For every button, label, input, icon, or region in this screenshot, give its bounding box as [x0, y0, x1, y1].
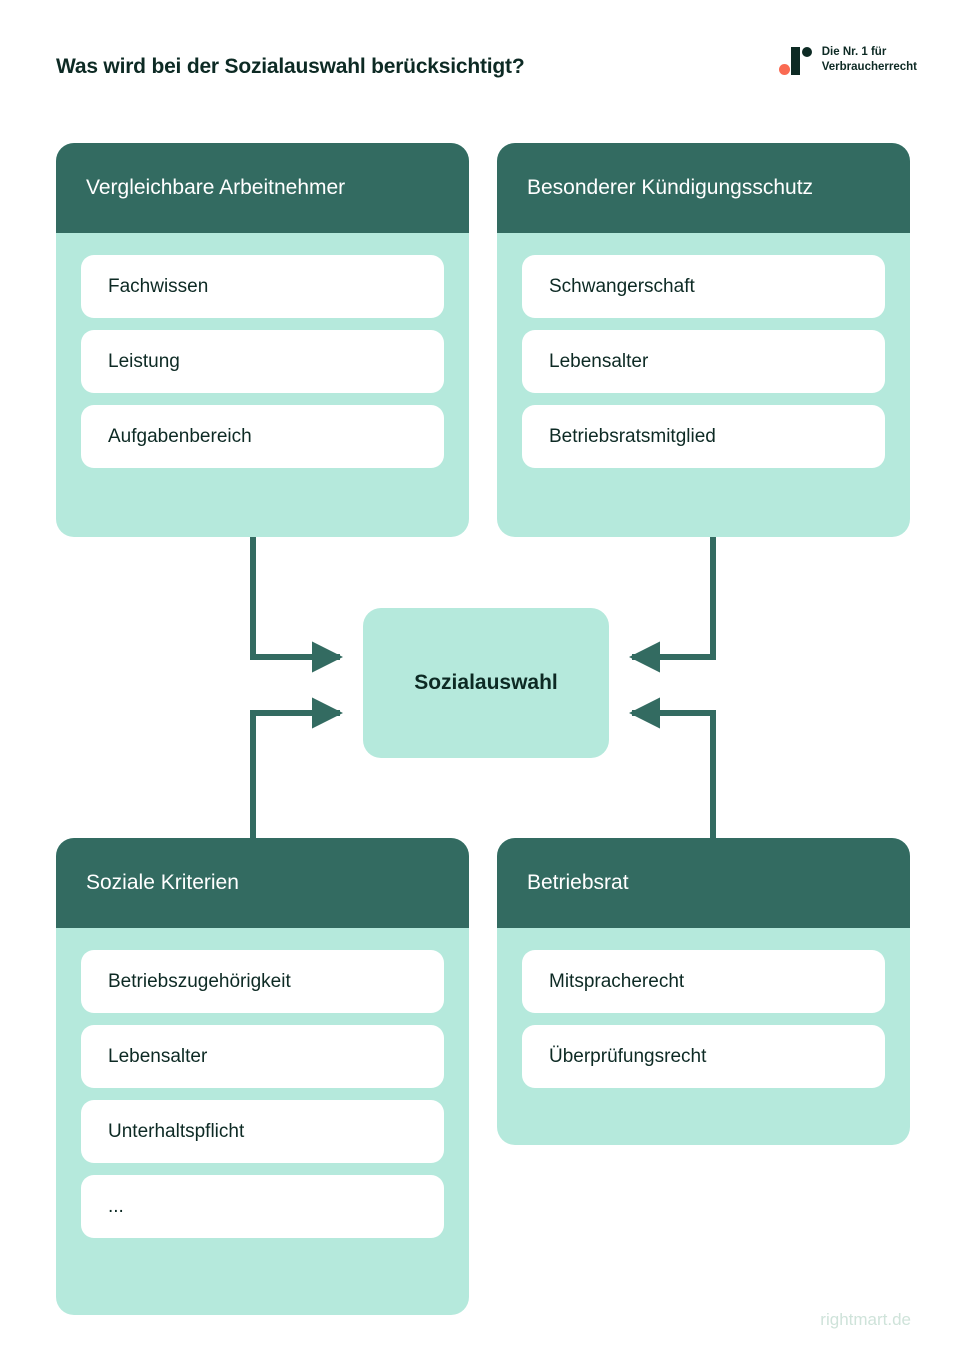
brand-tagline: Die Nr. 1 für Verbraucherrecht	[822, 45, 917, 75]
list-item: Lebensalter	[522, 330, 885, 393]
card-item-list: Fachwissen Leistung Aufgabenbereich	[56, 233, 469, 537]
card-title: Betriebsrat	[497, 838, 910, 928]
brand-tagline-line1: Die Nr. 1 für	[821, 45, 887, 58]
card-title: Besonderer Kündigungsschutz	[497, 143, 910, 233]
arrow-from-soziale-kriterien	[250, 697, 344, 838]
list-item: Lebensalter	[81, 1025, 444, 1088]
list-item: Betriebszugehörigkeit	[81, 950, 444, 1013]
brand-tagline-line2: Verbraucherrecht	[821, 61, 917, 73]
watermark: rightmart.de	[820, 1310, 911, 1329]
card-betriebsrat: Betriebsrat Mitspracherecht Überprüfungs…	[497, 838, 910, 1145]
arrow-from-besonderer-kuendigungsschutz	[628, 537, 716, 673]
center-node-label: Sozialauswahl	[414, 671, 558, 694]
card-title: Vergleichbare Arbeitnehmer	[56, 143, 469, 233]
list-item: Unterhaltspflicht	[81, 1100, 444, 1163]
card-soziale-kriterien: Soziale Kriterien Betriebszugehörigkeit …	[56, 838, 469, 1315]
logo-dark-dot-icon	[801, 47, 812, 57]
arrow-from-betriebsrat	[628, 697, 716, 838]
page-title: Was wird bei der Sozialauswahl berücksic…	[56, 55, 525, 78]
card-item-list: Schwangerschaft Lebensalter Betriebsrats…	[497, 233, 910, 537]
list-item: Betriebsratsmitglied	[522, 405, 885, 468]
list-item: Mitspracherecht	[522, 950, 885, 1013]
brand-logo: Die Nr. 1 für Verbraucherrecht	[778, 43, 917, 77]
list-item: Fachwissen	[81, 255, 444, 318]
arrow-from-vergleichbare-arbeitnehmer	[250, 537, 344, 673]
card-besonderer-kuendigungsschutz: Besonderer Kündigungsschutz Schwangersch…	[497, 143, 910, 537]
card-item-list: Mitspracherecht Überprüfungsrecht	[497, 928, 910, 1145]
list-item: Aufgabenbereich	[81, 405, 444, 468]
card-vergleichbare-arbeitnehmer: Vergleichbare Arbeitnehmer Fachwissen Le…	[56, 143, 469, 537]
list-item: Leistung	[81, 330, 444, 393]
list-item: Überprüfungsrecht	[522, 1025, 885, 1088]
list-item: Schwangerschaft	[522, 255, 885, 318]
rightmart-logo-icon	[778, 43, 812, 77]
card-item-list: Betriebszugehörigkeit Lebensalter Unterh…	[56, 928, 469, 1315]
logo-bar-shape	[790, 47, 800, 75]
card-title: Soziale Kriterien	[56, 838, 469, 928]
logo-red-dot-icon	[778, 64, 790, 75]
list-item: ...	[81, 1175, 444, 1238]
center-node-sozialauswahl: Sozialauswahl	[363, 608, 609, 758]
